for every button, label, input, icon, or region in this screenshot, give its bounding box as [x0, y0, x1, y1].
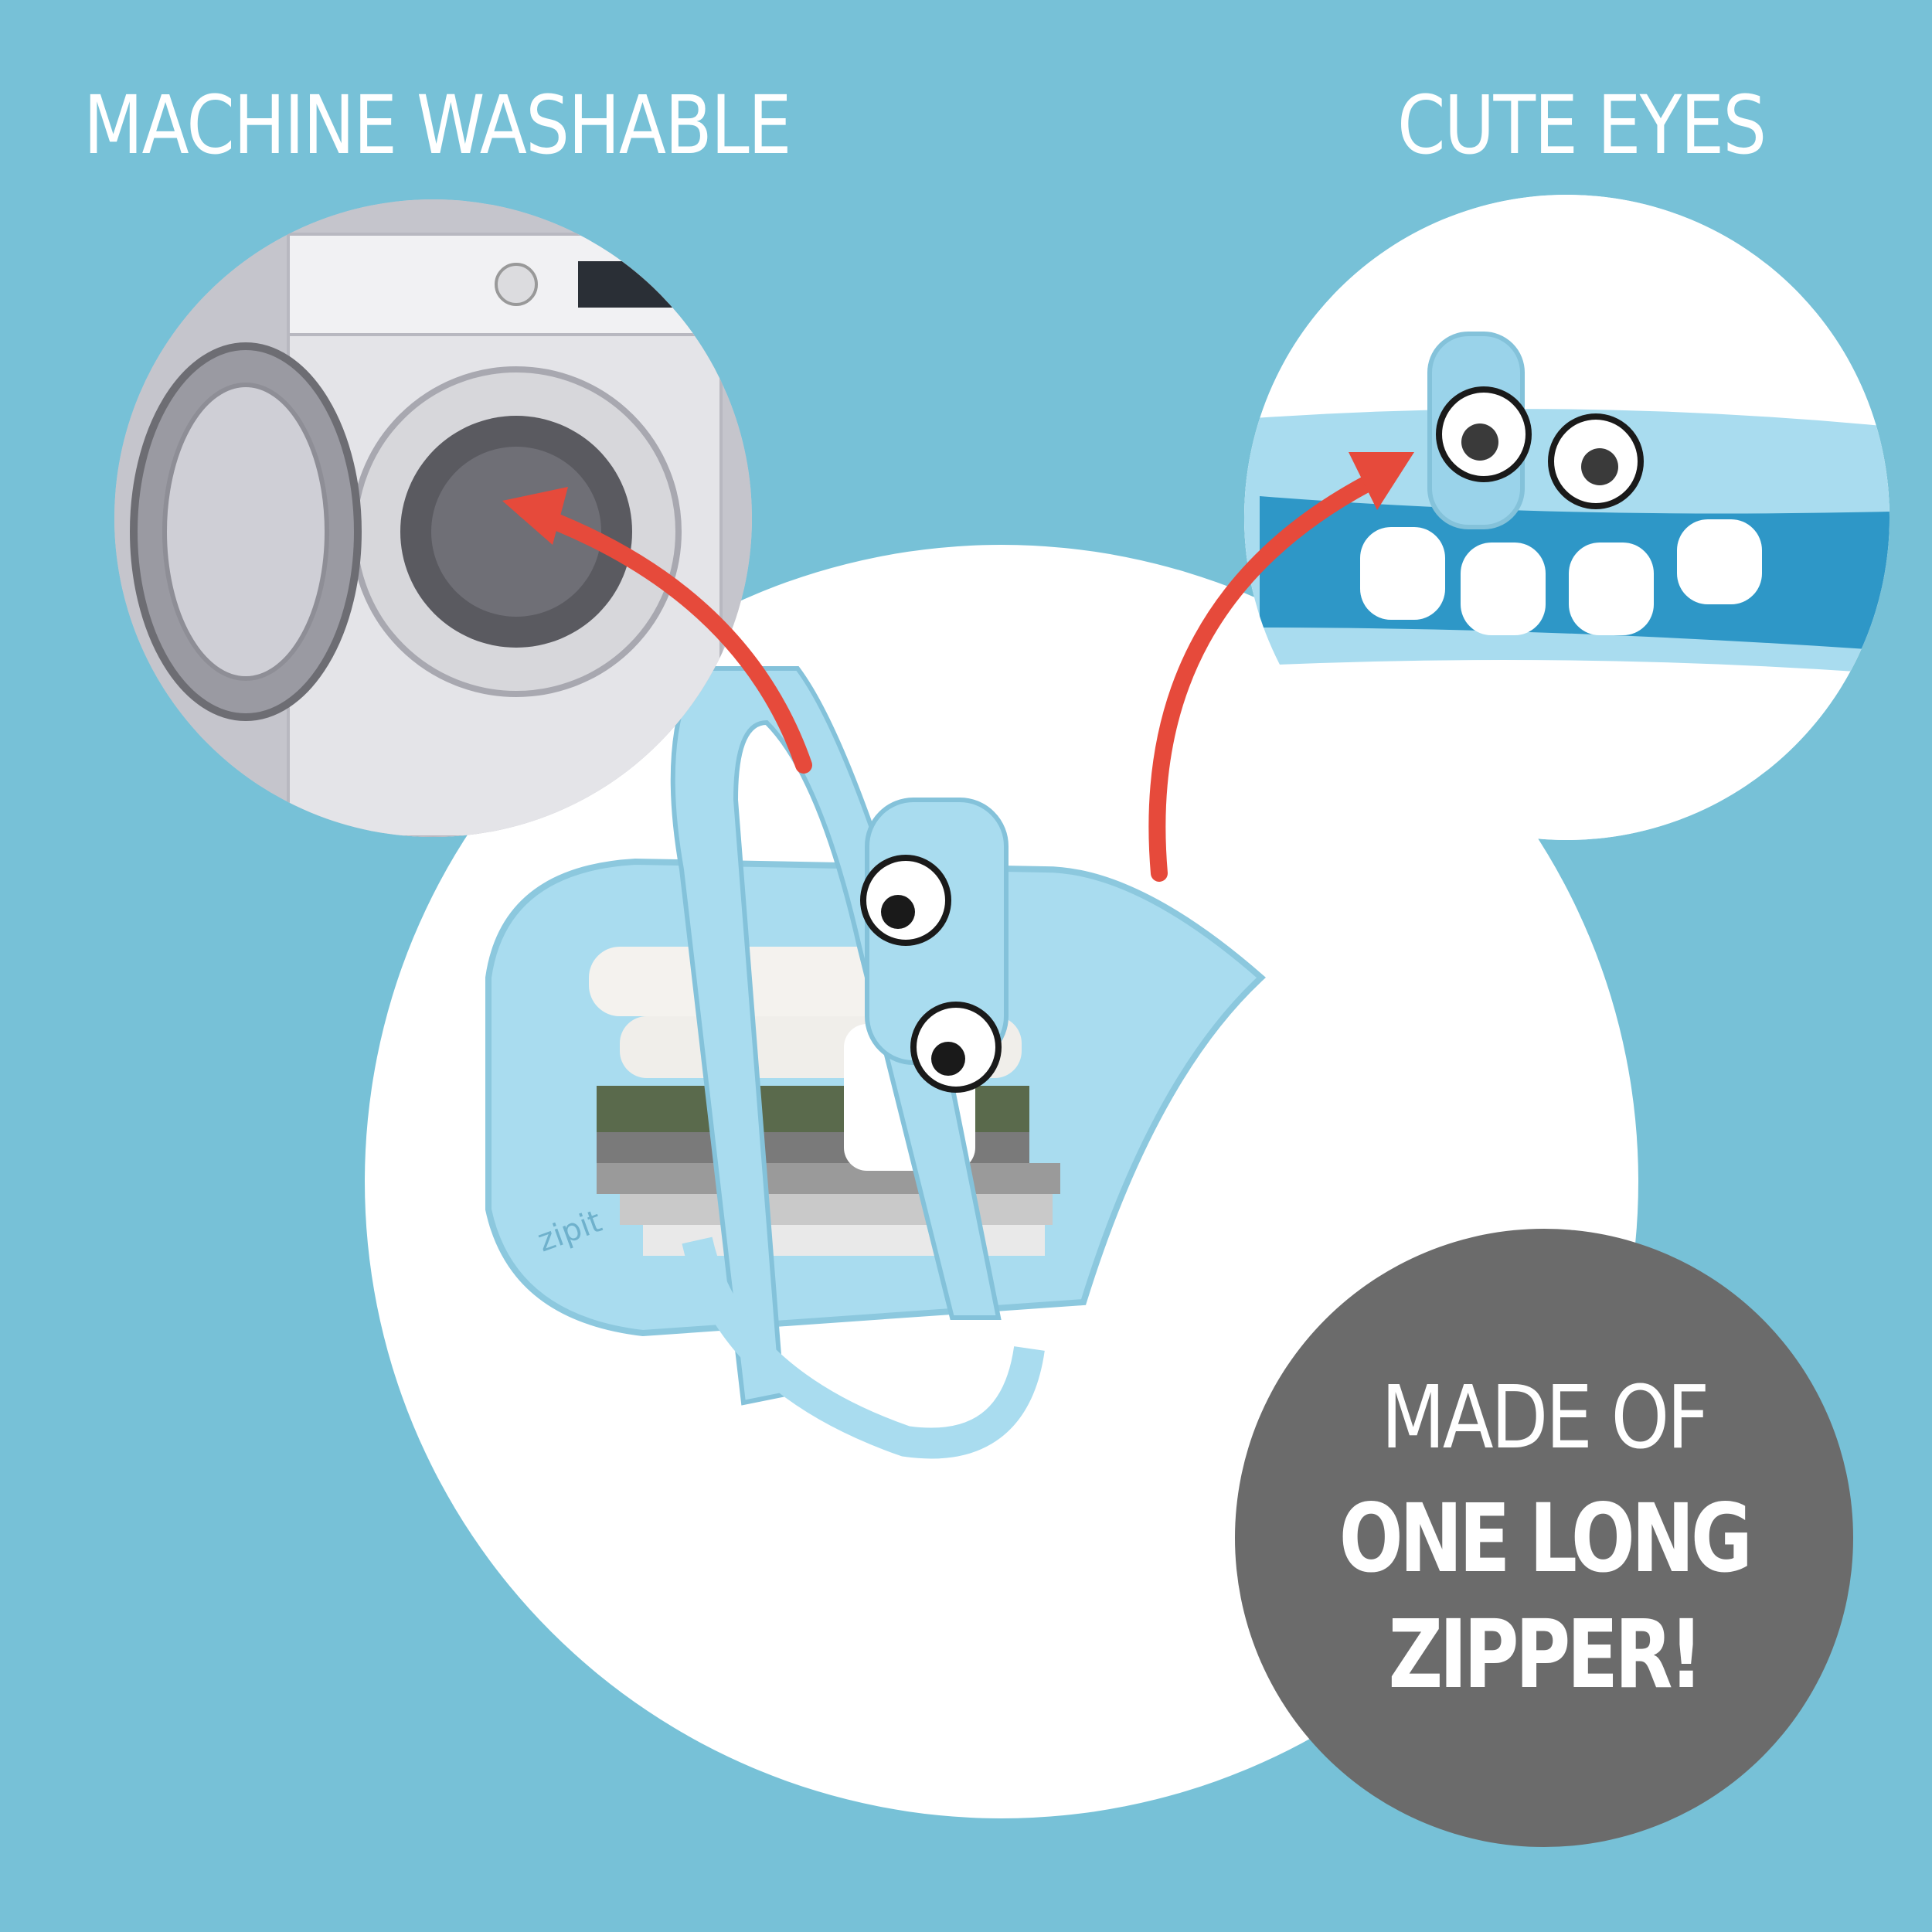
arrow-to-washer — [517, 502, 812, 774]
washing-machine-icon — [114, 199, 752, 837]
badge-line-3: ZIPPER! — [1388, 1600, 1704, 1709]
googly-eyes-circle — [1244, 195, 1889, 840]
arrow-head-left — [502, 487, 568, 545]
arrow-head-right — [1349, 452, 1414, 510]
googly-eyes-icon — [1244, 195, 1889, 840]
zipper-badge: MADE OF ONE LONG ZIPPER! — [1235, 1229, 1853, 1847]
badge-line-2: ONE LONG — [1338, 1484, 1753, 1594]
washing-machine-circle — [114, 199, 752, 837]
badge-line-1: MADE OF — [1381, 1368, 1709, 1468]
arrow-to-eyes — [1148, 471, 1384, 882]
heading-machine-washable: MACHINE WASHABLE — [83, 78, 792, 172]
heading-cute-eyes: CUTE EYES — [1397, 78, 1767, 172]
zipper-pouch-illustration: zipit — [485, 666, 1266, 1459]
